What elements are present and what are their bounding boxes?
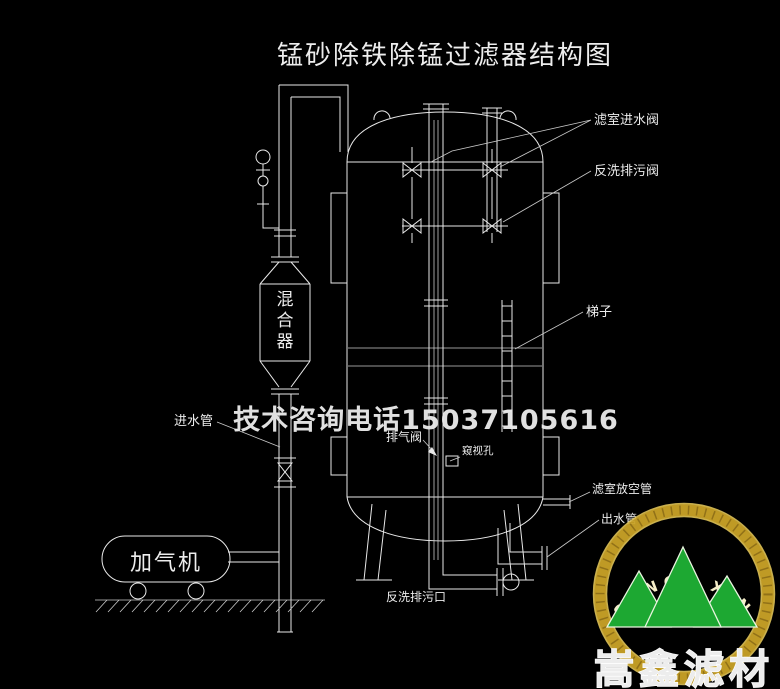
- valve-icon: [277, 462, 293, 482]
- inlet-valve-ticks: [274, 457, 296, 488]
- leader-ladder: [514, 311, 584, 350]
- leader-lines: [216, 119, 600, 558]
- label-aerator: 加气机: [130, 551, 202, 576]
- left-piping: 混 合 器: [228, 84, 349, 633]
- diagram-title: 锰砂除铁除锰过滤器结构图: [277, 41, 613, 71]
- outlet-pipe: [497, 523, 548, 570]
- label-backwash-drain-valve: 反洗排污阀: [594, 164, 659, 179]
- ladder: [501, 300, 513, 432]
- wheel-icon: [187, 582, 205, 600]
- pipe-flange-ticks: [424, 299, 448, 405]
- mixer-label-char: 混: [277, 290, 294, 310]
- leader-vent-pipe: [568, 491, 591, 503]
- filter-vessel: [330, 103, 560, 581]
- center-pipe-inner: [433, 120, 439, 560]
- mixer-label-char: 合: [277, 311, 294, 331]
- gauge-cock: [257, 175, 269, 187]
- vessel-legs: [356, 503, 534, 581]
- pressure-gauge-icon: [255, 149, 296, 237]
- label-backwash-drain-port: 反洗排污口: [386, 590, 446, 604]
- leader-outlet-pipe: [546, 519, 600, 558]
- manhole-flange-left-upper: [330, 192, 348, 284]
- sight-hole-icon: [445, 455, 459, 467]
- gauge-stem: [256, 164, 296, 237]
- media-level-lines: [348, 347, 542, 367]
- wheel-icon: [129, 582, 147, 600]
- label-inlet-pipe: 进水管: [174, 414, 213, 429]
- leader-backwash-valve: [502, 170, 592, 223]
- center-pipe: [428, 104, 497, 590]
- aerator-body: [101, 535, 231, 583]
- logo-ring-outer-edge: [592, 502, 776, 686]
- vessel-shell: [346, 111, 544, 542]
- lifting-lug-icon: [373, 110, 517, 121]
- aerator-tank: 加气机: [101, 535, 231, 600]
- aerator-connector-pipe: [228, 551, 279, 563]
- bottom-piping: [496, 495, 571, 596]
- mixer-label-char: 器: [277, 332, 294, 352]
- mixer-body: [259, 256, 311, 395]
- logo-ring-inner-edge: [605, 515, 763, 673]
- gauge-dial: [255, 149, 271, 165]
- brand-logo: SONG XIN 嵩鑫滤材: [592, 502, 776, 689]
- ground-hatching: [95, 599, 325, 613]
- leader-inlet-pipe: [216, 421, 281, 448]
- internal-piping: [402, 104, 508, 590]
- label-filter-inlet-valve: 滤室进水阀: [594, 112, 659, 128]
- inlet-pipe-lines: [277, 84, 349, 633]
- brand-text-cn: 嵩鑫滤材: [594, 647, 774, 689]
- label-ladder: 梯子: [586, 305, 612, 320]
- drain-cap-icon: [502, 573, 520, 591]
- label-chamber-vent-pipe: 滤室放空管: [592, 481, 652, 496]
- mixer-vessel: 混 合 器: [259, 256, 311, 395]
- vent-pipe: [543, 495, 571, 509]
- distribution-headers: [402, 147, 508, 243]
- logo-ring-dots: [595, 505, 773, 683]
- callout-labels: 滤室进水阀 反洗排污阀 梯子 滤室放空管 出水管 排气阀 窥视孔 反洗排污口 进…: [174, 112, 659, 604]
- watermark-text: 技术咨询电话15037105616: [233, 405, 619, 436]
- logo-mountains-icon: [605, 545, 759, 628]
- top-fittings: [423, 103, 502, 114]
- leader-filter-inlet-valve: [430, 119, 592, 168]
- arrowhead-icon: [428, 447, 437, 456]
- label-sight-hole: 窥视孔: [462, 444, 494, 457]
- nozzle-flange-right-lower: [542, 436, 560, 476]
- leader-sight-hole: [449, 456, 461, 462]
- manhole-flange-right-upper: [542, 192, 560, 284]
- label-exhaust-valve: 排气阀: [386, 429, 422, 444]
- nozzle-flange-left-lower: [330, 436, 348, 476]
- drain-flange: [496, 568, 504, 596]
